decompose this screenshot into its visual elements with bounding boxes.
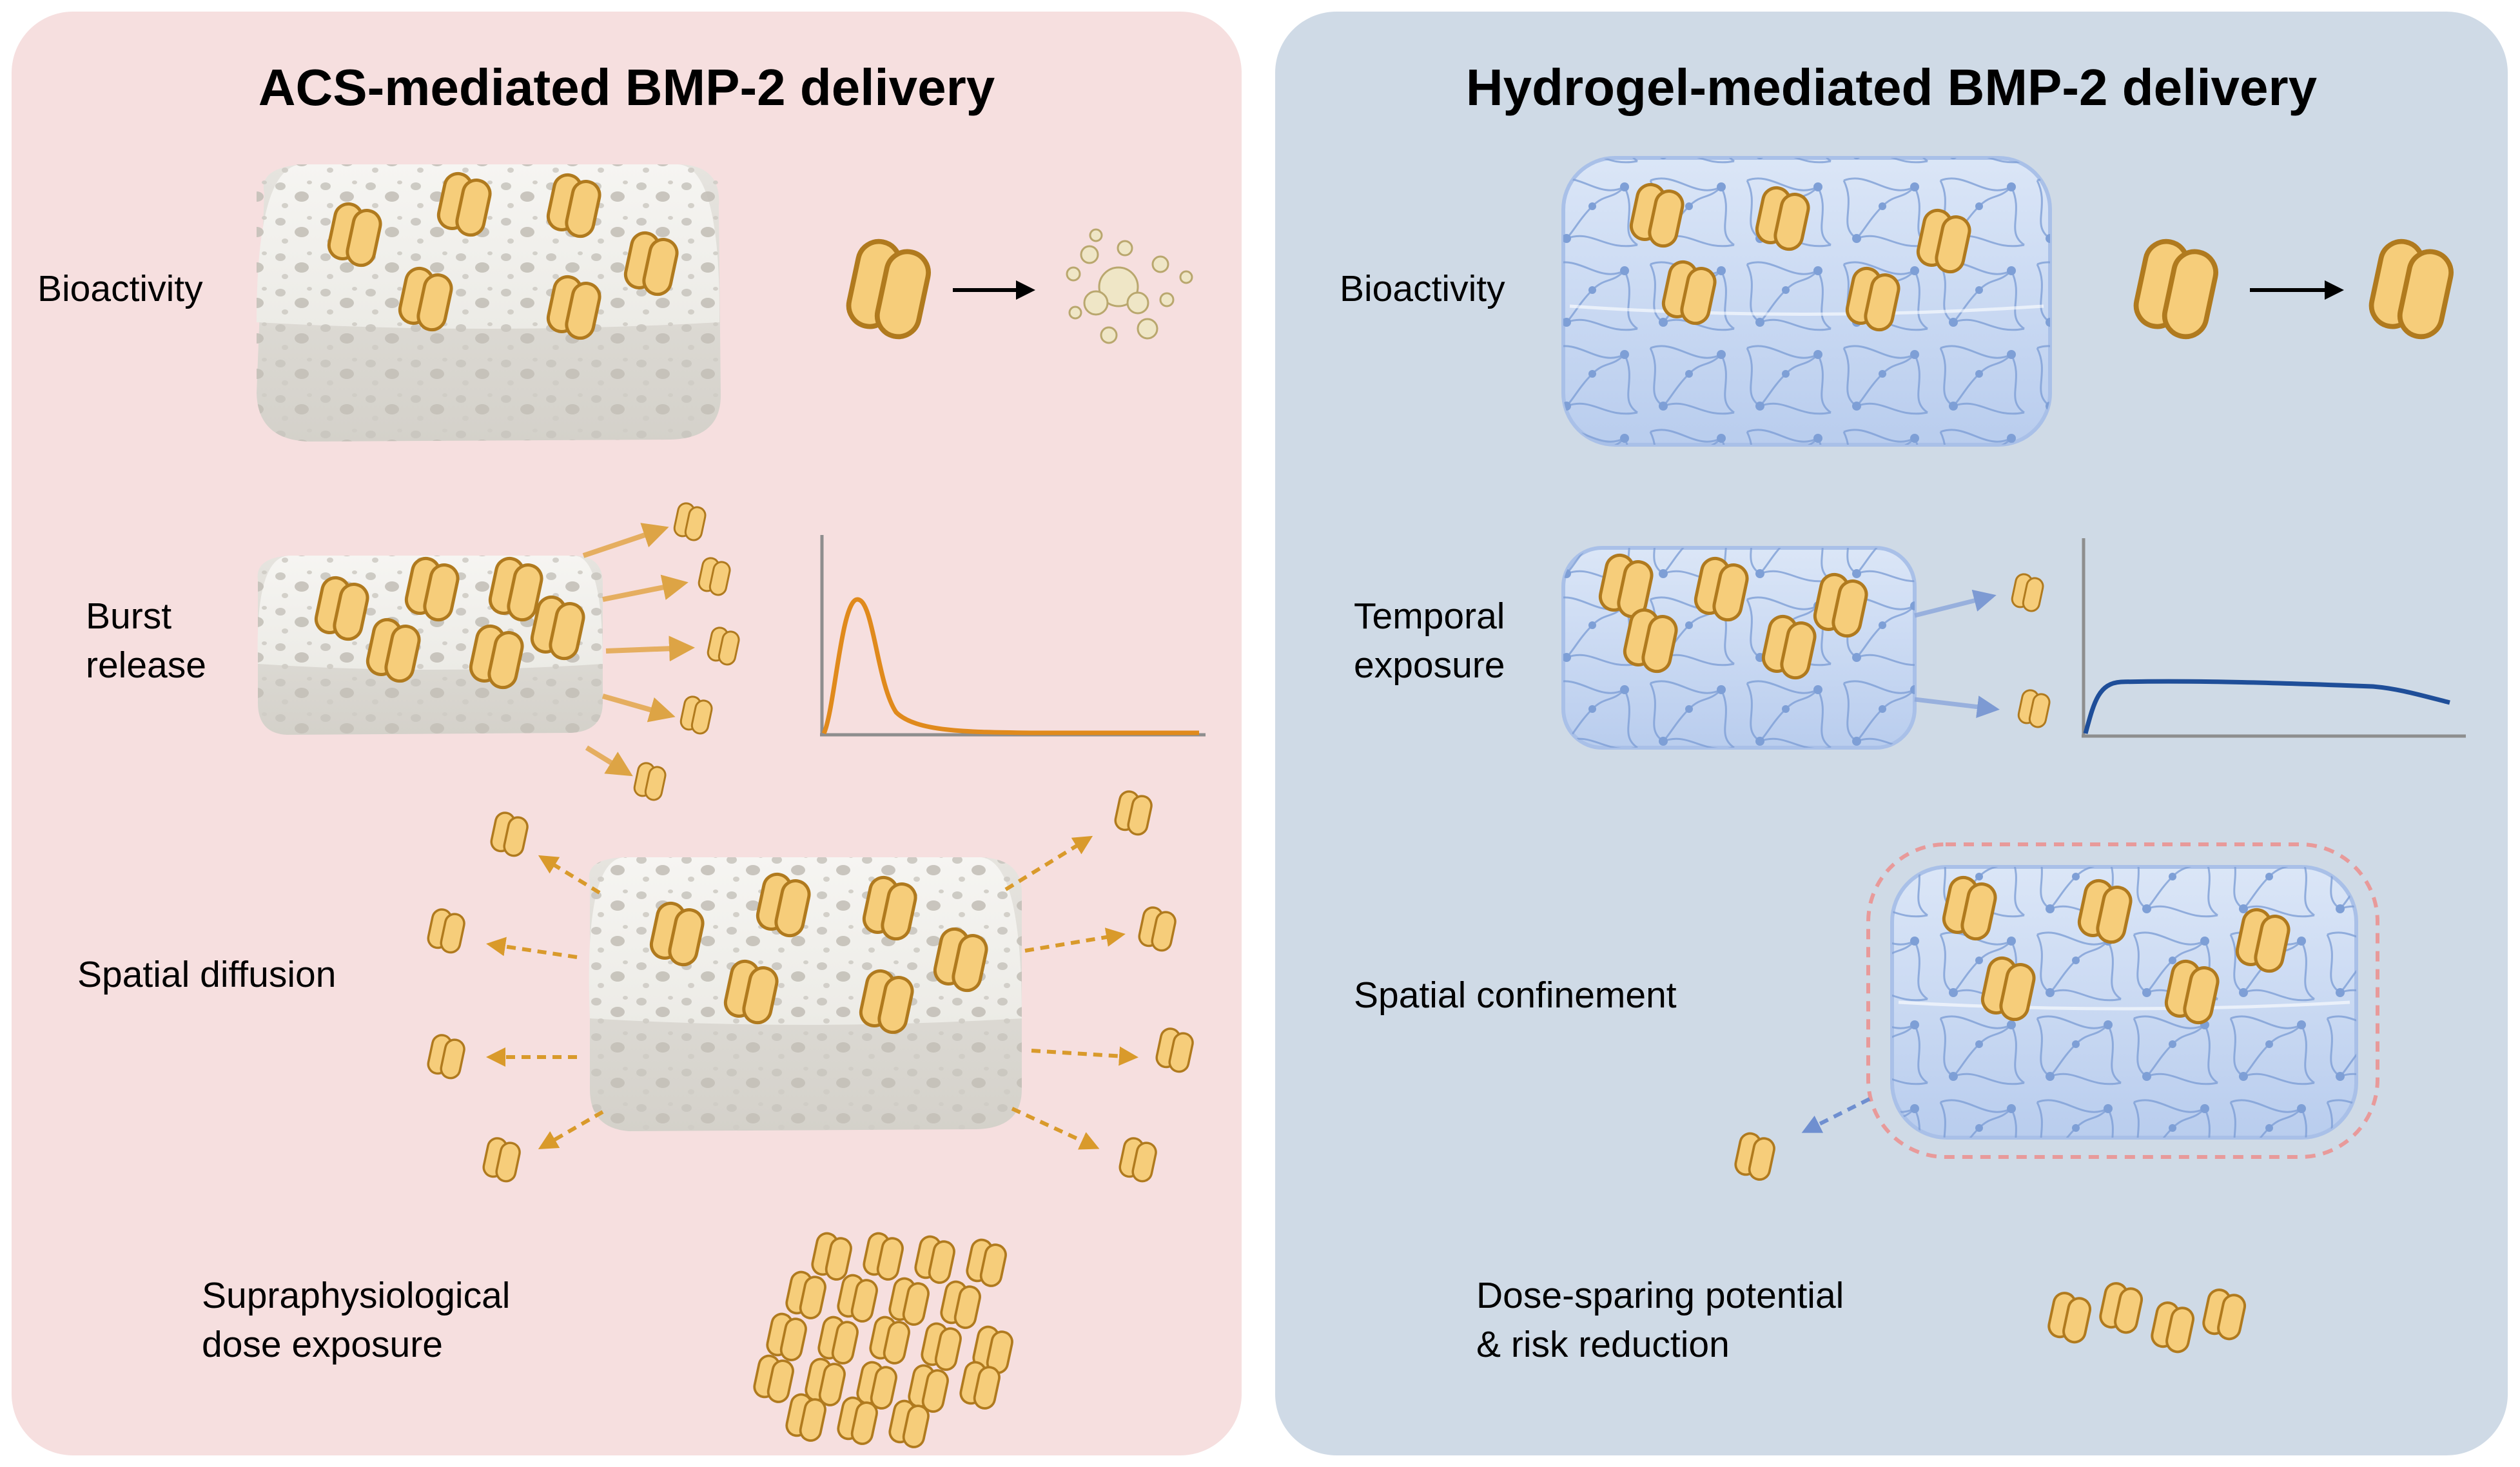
escape-arrow: [1801, 1097, 1871, 1133]
hydrogel-panel-title: Hydrogel-mediated BMP-2 delivery: [1465, 59, 2318, 116]
hydrogel-block-icon: [1561, 156, 2052, 447]
hydrogel-dose-sparing-label: Dose-sparing potential & risk reduction: [1476, 1275, 1844, 1365]
escaped-protein: [1732, 1130, 1777, 1183]
acs-panel-title: ACS-mediated BMP-2 delivery: [258, 59, 995, 116]
hydrogel-small-icon: [1561, 546, 1917, 750]
protein-pile-large: [751, 1230, 1015, 1450]
released-proteins-right: [2009, 572, 2052, 730]
hydrogel-temporal-exposure-label: Temporal exposure: [1354, 596, 1505, 686]
protein-pile-small: [2047, 1281, 2247, 1354]
acs-burst-release-label: Burst release: [86, 596, 206, 686]
temporal-curve: [2083, 679, 2450, 734]
degraded-protein-icon: [1066, 228, 1193, 344]
acs-sponge-diffusion-icon: [589, 857, 1022, 1131]
diffusion-arrows: [486, 835, 1138, 1150]
sustained-arrows: [1914, 589, 2000, 719]
burst-arrows: [582, 523, 695, 777]
temporal-exposure-chart: [2082, 538, 2466, 738]
acs-spatial-diffusion-label: Spatial diffusion: [77, 954, 337, 995]
acs-supraphysiological-label: Supraphysiological dose exposure: [202, 1275, 511, 1365]
confined-hydrogel-icon: [1866, 842, 2379, 1159]
hydrogel-spatial-confinement-label: Spatial confinement: [1354, 975, 1677, 1016]
acs-sponge-icon: [257, 164, 721, 442]
burst-release-chart: [820, 535, 1206, 737]
bmp2-protein-icon: [845, 238, 933, 341]
acs-sponge-small-icon: [257, 556, 603, 735]
acs-bioactivity-label: Bioactivity: [37, 268, 203, 309]
burst-curve: [821, 597, 1199, 735]
hydrogel-bioactivity-label: Bioactivity: [1340, 268, 1505, 309]
